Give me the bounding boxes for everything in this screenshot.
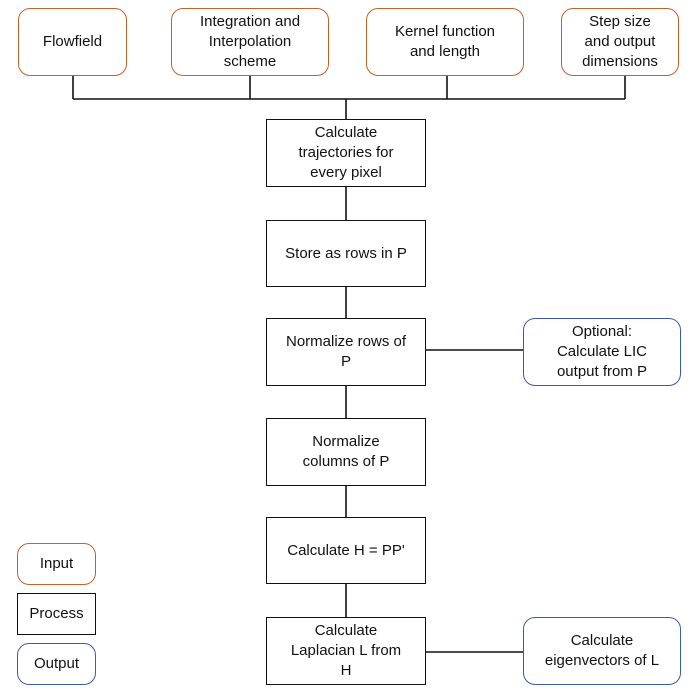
- input-integration-scheme: Integration and Interpolation scheme: [171, 8, 329, 76]
- process-normalize-rows-label: Normalize rows of P: [285, 333, 407, 370]
- process-normalize-rows: Normalize rows of P: [266, 318, 426, 386]
- input-integration-scheme-label: Integration and Interpolation scheme: [199, 13, 301, 70]
- legend-input: Input: [17, 543, 96, 585]
- legend-process: Process: [17, 593, 96, 635]
- process-calculate-trajectories-label: Calculate trajectories for every pixel: [298, 124, 394, 181]
- process-store-rows: Store as rows in P: [266, 220, 426, 287]
- process-calculate-h-label: Calculate H = PP': [287, 541, 405, 559]
- legend-input-label: Input: [39, 555, 74, 573]
- process-calculate-laplacian: Calculate Laplacian L from H: [266, 617, 426, 685]
- input-flowfield-label: Flowfield: [42, 33, 103, 51]
- output-lic-label: Optional: Calculate LIC output from P: [556, 323, 648, 380]
- output-eigenvectors: Calculate eigenvectors of L: [523, 617, 681, 685]
- input-flowfield: Flowfield: [18, 8, 127, 76]
- legend-output-label: Output: [33, 655, 80, 673]
- process-store-rows-label: Store as rows in P: [285, 244, 407, 262]
- input-kernel-function: Kernel function and length: [366, 8, 524, 76]
- input-kernel-function-label: Kernel function and length: [394, 23, 496, 60]
- process-normalize-columns-label: Normalize columns of P: [302, 433, 390, 470]
- input-step-size-label: Step size and output dimensions: [582, 13, 658, 70]
- legend-output: Output: [17, 643, 96, 685]
- legend-process-label: Process: [29, 605, 84, 623]
- output-lic: Optional: Calculate LIC output from P: [523, 318, 681, 386]
- process-calculate-h: Calculate H = PP': [266, 517, 426, 584]
- process-calculate-trajectories: Calculate trajectories for every pixel: [266, 119, 426, 187]
- process-calculate-laplacian-label: Calculate Laplacian L from H: [290, 622, 402, 679]
- input-step-size: Step size and output dimensions: [561, 8, 679, 76]
- process-normalize-columns: Normalize columns of P: [266, 418, 426, 486]
- output-eigenvectors-label: Calculate eigenvectors of L: [544, 632, 660, 669]
